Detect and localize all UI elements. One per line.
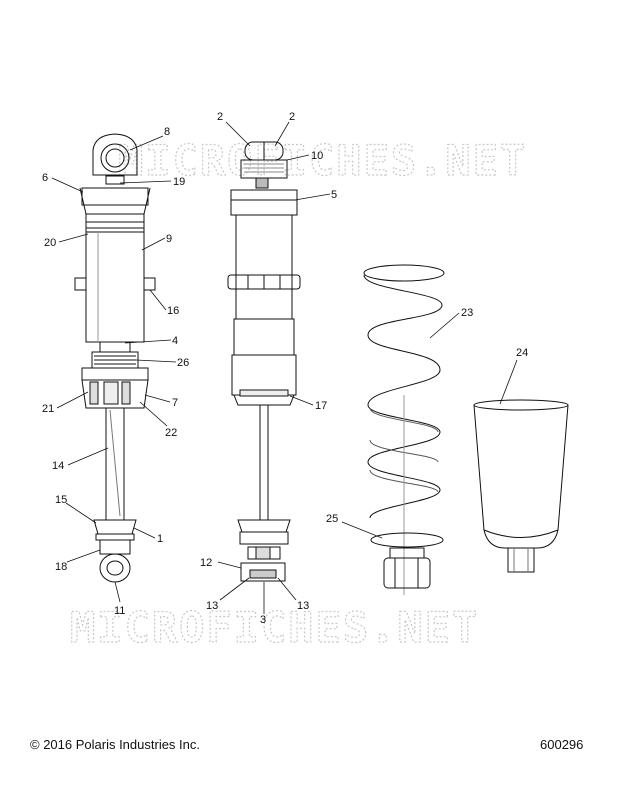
- leader-lines: [51, 121, 518, 614]
- callout-20: 20: [44, 237, 56, 249]
- callout-24: 24: [516, 347, 528, 359]
- callout-26: 26: [177, 357, 189, 369]
- callout-3: 3: [260, 614, 266, 626]
- callout-1: 1: [157, 533, 163, 545]
- callout-23: 23: [461, 307, 473, 319]
- callout-7: 7: [172, 397, 178, 409]
- middle-shock-assembly: [227, 141, 301, 582]
- spring-assembly: [363, 264, 445, 595]
- diagram-number: 600296: [540, 737, 584, 752]
- callout-19: 19: [173, 176, 185, 188]
- callout-22: 22: [165, 427, 177, 439]
- callout-labels: 8 6 19 20 9 16 4 26 7 21 22 14 15 1 18 1…: [42, 111, 528, 626]
- callout-2-left: 2: [217, 111, 223, 123]
- callout-4: 4: [172, 335, 178, 347]
- callout-10: 10: [311, 150, 323, 162]
- callout-11: 11: [114, 605, 125, 617]
- callout-13-left: 13: [206, 600, 218, 612]
- callout-17: 17: [315, 400, 327, 412]
- callout-13-right: 13: [297, 600, 309, 612]
- left-shock-assembly: [74, 133, 156, 583]
- callout-6: 6: [42, 172, 48, 184]
- callout-12: 12: [200, 557, 212, 569]
- callout-21: 21: [42, 403, 54, 415]
- callout-18: 18: [55, 561, 67, 573]
- watermark-top: MICROFICHES.NET: [118, 136, 527, 185]
- callout-9: 9: [166, 233, 172, 245]
- callout-2-right: 2: [289, 111, 295, 123]
- callout-5: 5: [331, 189, 337, 201]
- watermark-bottom: MICROFICHES.NET: [70, 603, 479, 652]
- callout-14: 14: [52, 460, 64, 472]
- callout-8: 8: [164, 126, 170, 138]
- copyright-notice: © 2016 Polaris Industries Inc.: [30, 737, 200, 752]
- shock-boot: [473, 399, 569, 573]
- callout-15: 15: [55, 494, 67, 506]
- callout-25: 25: [326, 513, 338, 525]
- callout-16: 16: [167, 305, 179, 317]
